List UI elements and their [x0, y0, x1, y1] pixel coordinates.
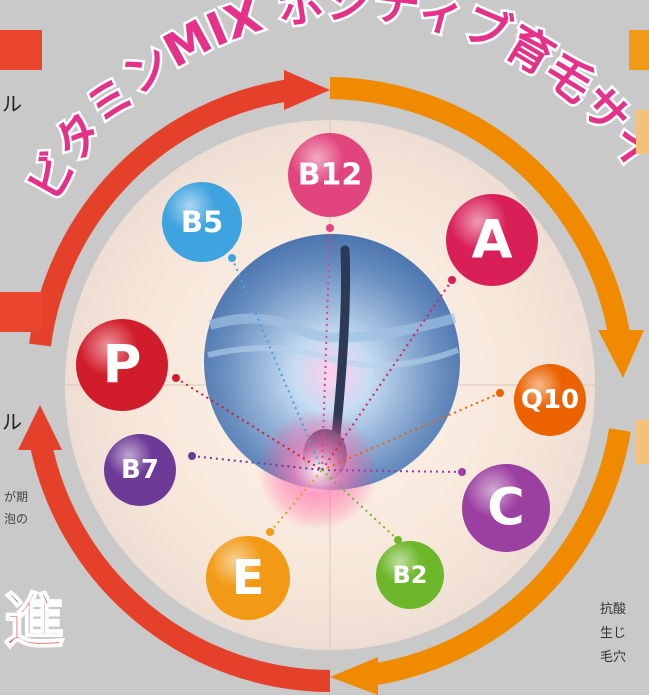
connector-dot-b2 [394, 536, 402, 544]
left-text-line1: ル [2, 92, 22, 116]
connector-dot-c [458, 468, 466, 476]
arrowhead-bottom [330, 657, 378, 695]
vitamin-a-label: A [471, 210, 512, 271]
connector-b12 [321, 227, 331, 471]
vitamin-c-shine [462, 464, 550, 552]
arrowhead-top [284, 70, 330, 110]
left-bottom-char: 進 [3, 587, 65, 657]
connector-q10 [321, 392, 501, 471]
left-text-line2: ル [2, 410, 22, 434]
arrow-bottom-right [368, 428, 631, 686]
vitamin-a-shine [446, 194, 538, 286]
connector-dot-q10 [496, 389, 504, 397]
vitamin-p-label: P [103, 335, 142, 396]
right-text-line2: 生じ [600, 626, 627, 641]
vitamin-c-ball: C [462, 464, 550, 552]
right-accent-bar-second [636, 110, 649, 154]
vitamin-b12-shine [288, 133, 372, 217]
connector-dot-e [266, 528, 274, 536]
vitamin-p-ball: P [76, 319, 168, 411]
vitamin-q10-label: Q10 [521, 385, 579, 415]
right-text-line1: 抗酸 [600, 602, 627, 617]
vitamin-b5-ball: B5 [162, 182, 242, 262]
connector-dot-b5 [228, 254, 236, 262]
vitamin-e-label: E [232, 550, 265, 606]
arrow-bottom-left [29, 437, 331, 692]
left-accent-bar-middle [0, 292, 42, 332]
left-note-line2: 泡の [4, 512, 29, 526]
vitamin-a-ball: A [446, 194, 538, 286]
right-accent-bar-third [636, 420, 649, 464]
connector-a [321, 279, 453, 471]
vitamin-c-label: C [487, 479, 524, 538]
vitamin-b2-ball: B2 [376, 541, 444, 609]
vitamin-q10-ball: Q10 [514, 364, 586, 436]
connector-dot-b12 [326, 224, 334, 232]
vitamin-b2-shine [376, 541, 444, 609]
connector-b5 [231, 257, 323, 471]
left-accent-bar-top [0, 30, 42, 70]
vitamin-b2-label: B2 [393, 561, 428, 589]
arrowhead-left [18, 405, 62, 450]
vitamin-e-ball: E [206, 536, 290, 620]
connector-dot-a [448, 276, 456, 284]
connector-dot-p [172, 374, 180, 382]
connector-b7 [191, 455, 323, 471]
connector-dot-b7 [188, 452, 196, 460]
vitamin-b12-label: B12 [298, 158, 363, 193]
cycle-arrows [18, 70, 644, 695]
vitamin-p-shine [76, 319, 168, 411]
vitamin-b7-ball: B7 [104, 434, 176, 506]
vitamin-b5-label: B5 [181, 205, 223, 239]
left-note-line1: が期 [4, 490, 29, 504]
right-text-line3: 毛穴 [600, 650, 627, 665]
vitamin-b12-ball: B12 [288, 133, 372, 217]
arrow-top-left [29, 79, 292, 347]
vitamin-q10-shine [514, 364, 586, 436]
connector-e [269, 469, 323, 533]
vitamin-b7-shine [104, 434, 176, 506]
vitamin-connectors [172, 224, 504, 544]
arrowhead-right [598, 330, 644, 378]
vitamin-b7-label: B7 [121, 455, 159, 485]
vitamin-b5-shine [162, 182, 242, 262]
vitamin-e-shine [206, 536, 290, 620]
right-accent-bar-top [629, 30, 649, 70]
arrow-top-right [329, 77, 631, 342]
